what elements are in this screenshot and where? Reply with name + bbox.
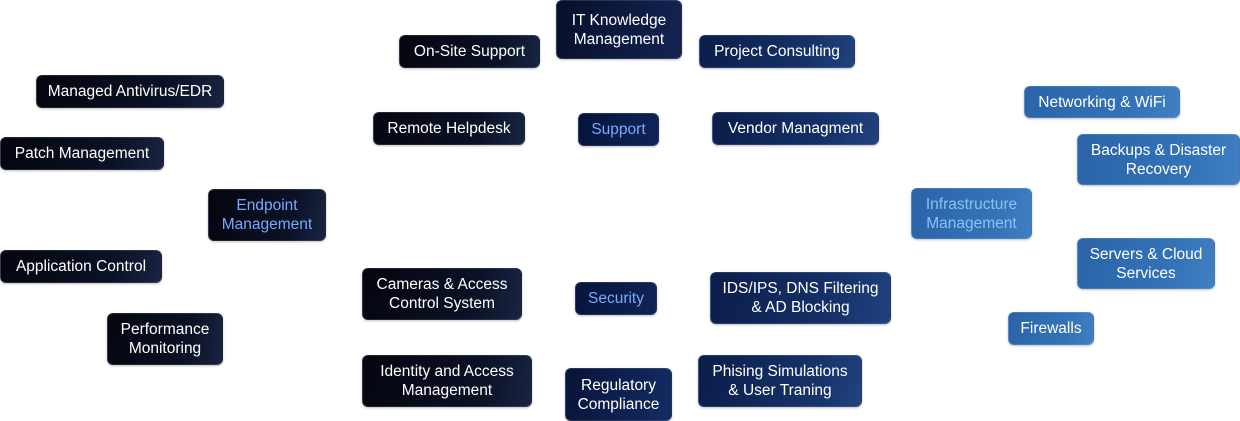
node-servers-cloud-services: Servers & Cloud Services bbox=[1077, 238, 1215, 289]
node-backups-disaster-recovery: Backups & Disaster Recovery bbox=[1077, 134, 1240, 185]
node-remote-helpdesk: Remote Helpdesk bbox=[373, 112, 525, 145]
node-patch-management: Patch Management bbox=[0, 137, 164, 170]
node-label: Backups & Disaster Recovery bbox=[1090, 141, 1227, 178]
node-performance-monitoring: Performance Monitoring bbox=[107, 313, 223, 365]
node-label: IT Knowledge Management bbox=[571, 11, 667, 48]
node-label: Identity and Access Management bbox=[380, 363, 514, 399]
hub-label: Security bbox=[588, 290, 644, 307]
node-label: Managed Antivirus/EDR bbox=[47, 83, 213, 100]
node-on-site-support: On-Site Support bbox=[399, 35, 540, 68]
node-label: Remote Helpdesk bbox=[387, 120, 511, 137]
node-label: Patch Management bbox=[14, 145, 150, 162]
node-application-control: Application Control bbox=[0, 250, 162, 283]
hub-security: Security bbox=[575, 282, 657, 315]
node-label: Servers & Cloud Services bbox=[1089, 245, 1203, 282]
node-label: Firewalls bbox=[1020, 320, 1082, 337]
node-cameras-access-control: Cameras & Access Control System bbox=[362, 268, 522, 320]
hub-label: Support bbox=[591, 121, 646, 138]
node-label: Networking & WiFi bbox=[1038, 93, 1166, 111]
node-label: Vendor Managment bbox=[727, 120, 864, 137]
node-label: Cameras & Access Control System bbox=[376, 276, 508, 312]
node-label: Regulatory Compliance bbox=[577, 376, 660, 413]
hub-label: Endpoint Management bbox=[221, 197, 313, 233]
hub-endpoint-management: Endpoint Management bbox=[208, 189, 326, 241]
node-firewalls: Firewalls bbox=[1008, 312, 1094, 345]
node-phising-simulations: Phising Simulations & User Traning bbox=[698, 355, 862, 407]
hub-support: Support bbox=[578, 113, 659, 146]
node-label: Phising Simulations & User Traning bbox=[712, 363, 848, 399]
node-regulatory-compliance: Regulatory Compliance bbox=[565, 368, 672, 421]
node-managed-antivirus-edr: Managed Antivirus/EDR bbox=[36, 75, 224, 108]
node-label: Project Consulting bbox=[714, 43, 840, 60]
node-label: Application Control bbox=[15, 258, 147, 275]
node-label: IDS/IPS, DNS Filtering & AD Blocking bbox=[722, 280, 879, 316]
node-project-consulting: Project Consulting bbox=[699, 35, 855, 68]
node-vendor-managment: Vendor Managment bbox=[712, 112, 879, 145]
node-label: Performance Monitoring bbox=[120, 321, 210, 357]
node-label: On-Site Support bbox=[413, 43, 526, 60]
hub-label: Infrastructure Management bbox=[925, 195, 1018, 232]
node-ids-ips-dns-filtering: IDS/IPS, DNS Filtering & AD Blocking bbox=[710, 272, 891, 324]
node-it-knowledge-management: IT Knowledge Management bbox=[556, 0, 682, 59]
node-networking-wifi: Networking & WiFi bbox=[1024, 86, 1180, 118]
node-identity-access-management: Identity and Access Management bbox=[362, 355, 532, 407]
hub-infrastructure-management: Infrastructure Management bbox=[911, 188, 1032, 239]
